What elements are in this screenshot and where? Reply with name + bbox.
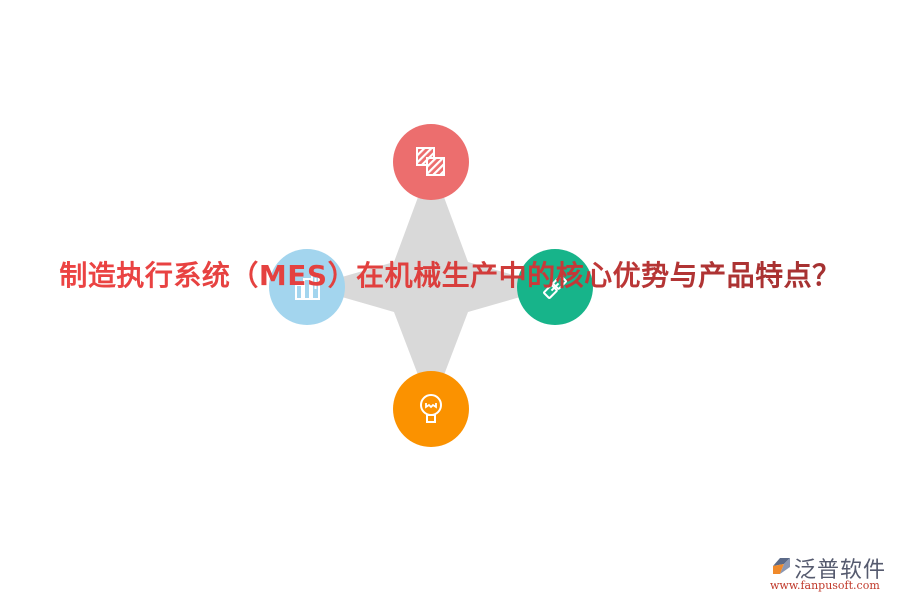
brand-logo: 泛普软件 www.fanpusoft.com (770, 552, 892, 592)
layers-icon (416, 147, 445, 176)
link-icon (543, 275, 567, 299)
node-top (393, 124, 469, 200)
lightbulb-icon (420, 394, 442, 423)
node-left (269, 249, 345, 325)
logo-mark-icon (773, 558, 790, 574)
logo-url: www.fanpusoft.com (770, 579, 880, 592)
node-bottom (393, 371, 469, 447)
node-right (517, 249, 593, 325)
page-title: 制造执行系统（MES）在机械生产中的核心优势与产品特点？ (0, 254, 900, 294)
bar-chart-icon (295, 273, 320, 300)
logo-name: 泛普软件 (794, 558, 887, 583)
